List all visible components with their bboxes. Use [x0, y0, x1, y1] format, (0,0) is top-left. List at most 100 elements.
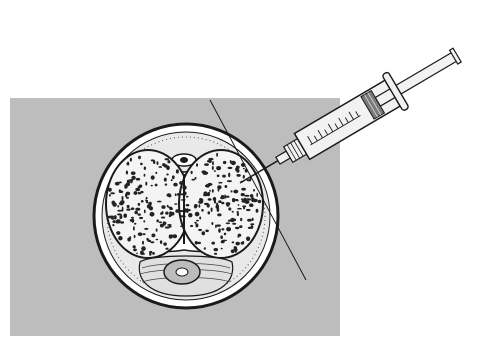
tissue-spot	[235, 227, 239, 229]
tissue-spot	[164, 164, 168, 167]
tissue-spot	[234, 248, 238, 251]
tissue-spot	[212, 189, 214, 193]
tissue-spot	[208, 198, 212, 201]
tissue-spot	[138, 213, 141, 215]
tissue-spot	[228, 173, 230, 178]
tissue-spot	[145, 182, 147, 186]
tissue-spot	[239, 225, 242, 228]
tissue-spot	[144, 167, 146, 170]
tissue-spot	[237, 211, 239, 213]
tissue-spot	[134, 235, 136, 238]
tissue-spot	[172, 175, 175, 179]
tissue-spot	[233, 190, 238, 194]
tissue-spot	[218, 187, 220, 191]
tissue-spot	[232, 211, 234, 213]
tissue-spot	[138, 156, 141, 160]
tissue-spot	[110, 192, 115, 194]
tissue-spot	[202, 231, 206, 235]
tissue-spot	[159, 221, 162, 223]
tissue-spot	[246, 237, 250, 242]
tissue-spot	[221, 248, 223, 250]
tissue-spot	[156, 239, 159, 241]
tissue-spot	[195, 177, 197, 180]
corpus-spongiosum	[139, 256, 232, 296]
tissue-spot	[236, 174, 240, 177]
tissue-spot	[258, 200, 261, 203]
tissue-spot	[130, 158, 132, 162]
tissue-spot	[109, 194, 111, 197]
tissue-spot	[228, 167, 233, 169]
tissue-spot	[246, 209, 251, 211]
tissue-spot	[199, 217, 201, 220]
tissue-spot	[108, 188, 112, 192]
tissue-spot	[196, 220, 199, 222]
tissue-spot	[186, 196, 189, 198]
tissue-spot	[166, 174, 169, 176]
tissue-spot	[250, 223, 254, 225]
tissue-spot	[140, 163, 143, 166]
tissue-spot	[215, 225, 217, 229]
tissue-spot	[241, 198, 243, 200]
tissue-spot	[140, 251, 144, 256]
tissue-spot	[138, 203, 141, 206]
tissue-spot	[151, 175, 155, 179]
tissue-spot	[195, 241, 198, 245]
tissue-spot	[164, 178, 167, 182]
tissue-spot	[240, 218, 242, 222]
tissue-spot	[152, 252, 155, 255]
tissue-spot	[129, 179, 134, 181]
tissue-spot	[151, 159, 155, 161]
tissue-spot	[142, 241, 144, 245]
tissue-spot	[169, 211, 172, 216]
tissue-spot	[157, 201, 162, 203]
tissue-spot	[224, 233, 226, 236]
tissue-spot	[188, 213, 192, 217]
tissue-spot	[159, 166, 163, 168]
tissue-spot	[176, 169, 179, 173]
tissue-spot	[167, 160, 170, 163]
tissue-spot	[232, 223, 236, 225]
tissue-spot	[221, 228, 224, 230]
tissue-spot	[237, 236, 239, 238]
tissue-spot	[151, 185, 153, 187]
tissue-spot	[155, 184, 158, 187]
tissue-spot	[195, 223, 198, 227]
tissue-spot	[144, 174, 146, 177]
tissue-spot	[149, 206, 153, 210]
tissue-spot	[191, 171, 193, 174]
tissue-spot	[236, 242, 240, 246]
tissue-spot	[226, 196, 230, 198]
tissue-spot	[252, 218, 254, 221]
tissue-spot	[251, 197, 254, 200]
tissue-spot	[141, 246, 146, 251]
tissue-spot	[214, 170, 217, 172]
tissue-spot	[165, 248, 168, 250]
tissue-spot	[112, 201, 116, 205]
tissue-spot	[116, 231, 120, 235]
tissue-spot	[139, 217, 143, 219]
tissue-spot	[212, 166, 214, 170]
tissue-spot	[204, 172, 208, 174]
tissue-spot	[151, 234, 155, 238]
tissue-spot	[211, 222, 213, 225]
tissue-spot	[199, 204, 201, 208]
tissue-spot	[223, 161, 226, 164]
tissue-spot	[144, 210, 146, 214]
tissue-spot	[151, 241, 155, 243]
tissue-spot	[165, 183, 167, 185]
tissue-spot	[175, 209, 179, 213]
tissue-spot	[173, 234, 178, 238]
tissue-spot	[216, 203, 218, 207]
tissue-spot	[212, 161, 214, 165]
tissue-spot	[133, 245, 136, 248]
tissue-spot	[231, 190, 233, 192]
tissue-spot	[117, 205, 119, 207]
tissue-spot	[227, 180, 232, 182]
tissue-spot	[173, 183, 177, 187]
tissue-spot	[156, 228, 158, 231]
tissue-spot	[198, 200, 203, 204]
tissue-spot	[236, 166, 240, 170]
tissue-spot	[238, 204, 240, 206]
tissue-spot	[135, 188, 140, 191]
